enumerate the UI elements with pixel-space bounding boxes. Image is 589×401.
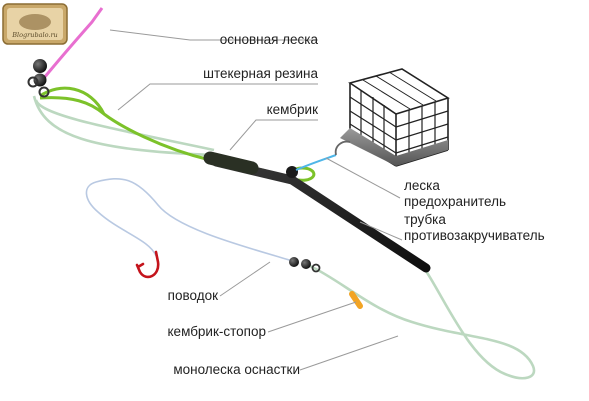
leader-safety-line [325, 157, 401, 199]
label-tube-1: трубка [404, 212, 446, 227]
safety-line [295, 154, 337, 171]
stopper [349, 291, 363, 309]
mono-rig-line [32, 95, 536, 380]
label-leader: поводок [168, 288, 218, 303]
leader-mono-rig [299, 335, 399, 371]
label-main-line: основная леска [220, 32, 319, 47]
leader-line [85, 178, 297, 263]
cambric-sleeve [203, 151, 259, 175]
label-safety-line-1: леска [404, 178, 440, 193]
leader-main-line [109, 29, 318, 41]
hook-icon [135, 250, 160, 279]
anti-tangle-tube [211, 157, 431, 273]
leader-stopper [267, 301, 357, 333]
feeder-loop [334, 140, 351, 156]
leader-cambric [229, 119, 318, 151]
leader-leader [219, 261, 271, 297]
main-swivel [27, 59, 50, 98]
label-safety-line-2: предохранитель [404, 194, 506, 209]
bead [286, 166, 298, 178]
leader-tube [359, 221, 403, 241]
label-cambric: кембрик [267, 102, 318, 117]
label-stopper: кембрик-стопор [168, 324, 267, 339]
shock-rubber-loop [39, 86, 106, 115]
feeder-weight [340, 128, 448, 166]
label-shock-rubber: штекерная резина [203, 66, 318, 81]
label-mono-rig: монолеска оснастки [173, 362, 300, 377]
watermark-logo: Blogrubalo.ru [2, 3, 68, 45]
watermark-text: Blogrubalo.ru [11, 31, 58, 39]
leader-swivel [289, 257, 321, 273]
main-line [42, 7, 104, 79]
label-tube-2: противозакручиватель [404, 228, 545, 243]
leader-shock-rubber [117, 83, 318, 111]
